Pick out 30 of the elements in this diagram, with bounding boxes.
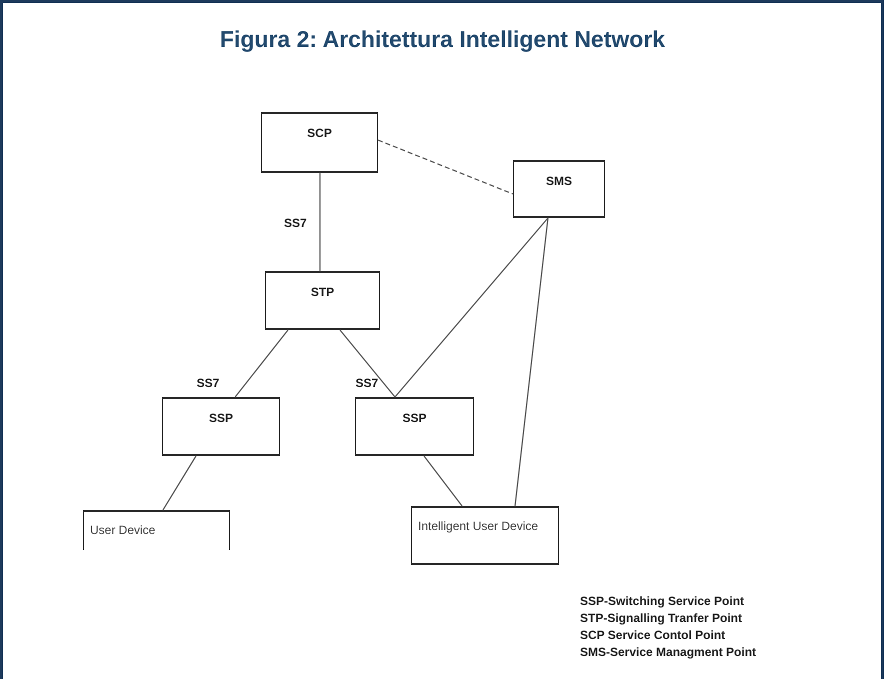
connector-line <box>378 140 514 195</box>
legend-text: SMS-Service Managment Point <box>580 644 756 661</box>
process-box <box>83 510 230 550</box>
node-label: STP <box>310 284 336 301</box>
connector-line <box>394 218 548 398</box>
connector-line <box>162 456 196 510</box>
process-box <box>265 271 380 330</box>
connector-line <box>234 330 288 398</box>
legend-text: SSP-Switching Service Point <box>580 593 746 610</box>
connector-line <box>424 456 463 506</box>
connector-line <box>340 330 396 398</box>
connector-line <box>319 173 321 271</box>
legend-text: STP-Signalling Tranfer Point <box>580 610 744 627</box>
process-box <box>261 112 378 173</box>
edge-label: SS7 <box>284 215 307 232</box>
connector-line <box>514 218 549 506</box>
node-label: SMS <box>544 173 573 190</box>
legend-text: SCP Service Contol Point <box>580 627 726 644</box>
process-box <box>411 506 559 565</box>
process-box <box>355 397 474 456</box>
title: Figura 2: Architettura Intelligent Network <box>218 25 666 54</box>
edge-label: SS7 <box>355 374 378 392</box>
node-label: Intelligent User Device <box>418 518 540 535</box>
node-label: User Device <box>90 522 156 539</box>
process-box <box>162 397 280 456</box>
node-label: SSP <box>208 410 234 427</box>
node-label: SSP <box>401 410 428 427</box>
process-box <box>513 160 605 218</box>
edge-label: SS7 <box>196 374 220 392</box>
node-label: SCP <box>306 125 333 142</box>
